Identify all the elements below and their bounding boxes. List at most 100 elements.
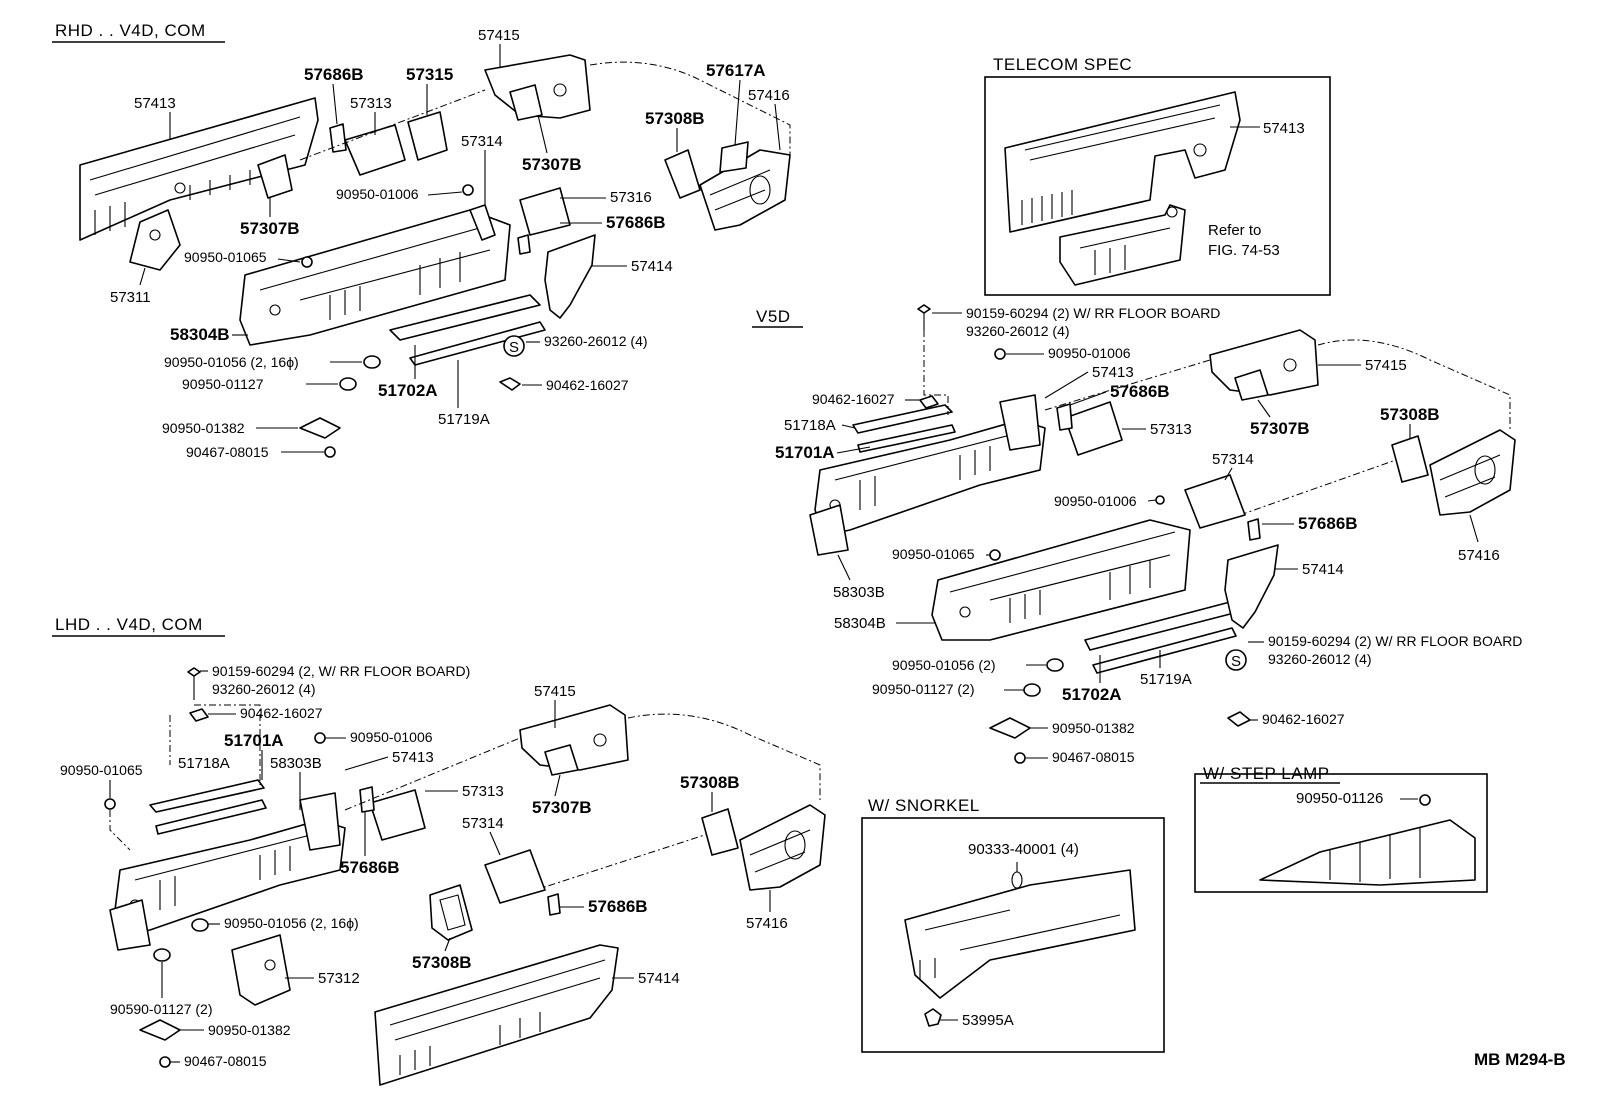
callout-rhd-57415: 57415 bbox=[478, 27, 520, 44]
rhd-bracket-57308B bbox=[664, 149, 701, 199]
step-lamp-title: W/ STEP LAMP bbox=[1203, 764, 1330, 783]
callout-lhd-57686B: 57686B bbox=[340, 858, 400, 877]
rhd-bracket-57313-57315 bbox=[329, 111, 448, 176]
callout-lhd-51718A: 51718A bbox=[178, 755, 230, 772]
telecom-panel-57413 bbox=[1004, 91, 1241, 233]
callout-v5d-90462-16027-b: 90462-16027 bbox=[1262, 711, 1345, 727]
callout-lhd-57415: 57415 bbox=[534, 683, 576, 700]
callout-v5d-57686B: 57686B bbox=[1110, 382, 1170, 401]
callout-telecom-57413: 57413 bbox=[1263, 120, 1305, 137]
callout-v5d-58303B: 58303B bbox=[833, 584, 885, 601]
callout-v5d-90467-08015: 90467-08015 bbox=[1052, 749, 1135, 765]
snorkel-clip-53995A bbox=[924, 1008, 942, 1027]
callout-v5d-57413: 57413 bbox=[1092, 364, 1134, 381]
callout-lhd-57686B-b: 57686B bbox=[588, 897, 648, 916]
v5d-bracket-57313 bbox=[1056, 401, 1123, 456]
callout-rhd-57414: 57414 bbox=[631, 258, 673, 275]
lhd-fasteners bbox=[104, 667, 326, 1068]
callout-rhd-90950-01127: 90950-01127 bbox=[182, 376, 264, 392]
lhd-bracket-57308B bbox=[701, 808, 739, 856]
rhd-bracket-57316 bbox=[517, 187, 571, 255]
callout-v5d-57314: 57314 bbox=[1212, 451, 1254, 468]
rhd-fasteners bbox=[299, 184, 521, 458]
rhd-dash-line bbox=[299, 61, 791, 161]
callout-v5d-90950-01056: 90950-01056 (2) bbox=[892, 657, 996, 673]
lhd-bracket-57313 bbox=[359, 786, 426, 841]
callout-v5d-93260-26012-b: 93260-26012 (4) bbox=[1268, 651, 1372, 667]
callout-rhd-57314: 57314 bbox=[461, 133, 503, 150]
callout-lhd-90950-01006: 90950-01006 bbox=[350, 729, 433, 745]
callout-lhd-57314: 57314 bbox=[462, 815, 504, 832]
callout-lhd-90159-60294: 90159-60294 (2, W/ RR FLOOR BOARD) bbox=[212, 663, 470, 679]
callout-v5d-57686B-b: 57686B bbox=[1298, 514, 1358, 533]
v5d-rail-51718A bbox=[852, 404, 956, 453]
callout-rhd-57307B-b: 57307B bbox=[240, 219, 300, 238]
callout-lhd-93260-26012: 93260-26012 (4) bbox=[212, 681, 316, 697]
rhd-bracket-57415 bbox=[484, 54, 591, 121]
callout-lhd-57308B: 57308B bbox=[680, 773, 740, 792]
v5d-floor-58304B bbox=[931, 519, 1191, 641]
callout-lhd-90950-01056: 90950-01056 (2, 16ϕ) bbox=[224, 915, 359, 931]
callout-v5d-90950-01006-b: 90950-01006 bbox=[1054, 493, 1137, 509]
callout-v5d-93260-26012: 93260-26012 (4) bbox=[966, 323, 1070, 339]
lhd-bracket-57312 bbox=[231, 934, 291, 1006]
callout-rhd-90950-01006: 90950-01006 bbox=[336, 186, 419, 202]
callout-lhd-57313: 57313 bbox=[462, 783, 504, 800]
lhd-panel-57414 bbox=[374, 944, 619, 1086]
rhd-panel-57416 bbox=[699, 149, 791, 231]
callout-rhd-57307B-a: 57307B bbox=[522, 155, 582, 174]
rhd-panel-57414 bbox=[544, 234, 596, 319]
callout-v5d-90950-01065: 90950-01065 bbox=[892, 546, 975, 562]
snorkel-title: W/ SNORKEL bbox=[868, 796, 980, 815]
callout-rhd-57316: 57316 bbox=[610, 189, 652, 206]
rhd-floor-58304B bbox=[239, 204, 511, 346]
v5d-bracket-57415 bbox=[1209, 329, 1319, 401]
callout-v5d-90950-01382: 90950-01382 bbox=[1052, 720, 1135, 736]
callout-lhd-90950-01065: 90950-01065 bbox=[60, 762, 143, 778]
callout-rhd-90467-08015: 90467-08015 bbox=[186, 444, 269, 460]
rhd-panel-57413 bbox=[79, 97, 319, 241]
telecom-bracket bbox=[1059, 204, 1186, 286]
section-title-lhd: LHD . . V4D, COM bbox=[55, 615, 203, 634]
callout-v5d-57307B: 57307B bbox=[1250, 419, 1310, 438]
callout-lhd-51701A: 51701A bbox=[224, 731, 284, 750]
diagram-code: MB M294-B bbox=[1474, 1050, 1566, 1069]
callout-lhd-58303B: 58303B bbox=[270, 755, 322, 772]
lhd-bracket-58303B bbox=[109, 899, 151, 951]
callout-rhd-57686B-b: 57686B bbox=[606, 213, 666, 232]
callout-rhd-90950-01382: 90950-01382 bbox=[162, 420, 245, 436]
callout-lhd-57308B-b: 57308B bbox=[412, 953, 472, 972]
section-title-rhd: RHD . . V4D, COM bbox=[55, 21, 206, 40]
lhd-panel-57416 bbox=[739, 804, 826, 891]
v5d-bracket-57308B bbox=[1391, 435, 1429, 483]
lhd-rail-51718A bbox=[149, 779, 267, 835]
callout-lhd-57416: 57416 bbox=[746, 915, 788, 932]
callout-rhd-57311: 57311 bbox=[110, 289, 151, 306]
callout-v5d-57308B: 57308B bbox=[1380, 405, 1440, 424]
s-symbol-rhd bbox=[503, 335, 525, 357]
rhd-bracket-57307B bbox=[257, 154, 293, 199]
callout-lhd-57413: 57413 bbox=[392, 749, 434, 766]
callout-rhd-51702A: 51702A bbox=[378, 381, 438, 400]
s-symbol-v5d bbox=[1225, 649, 1247, 671]
callout-rhd-90950-01056: 90950-01056 (2, 16ϕ) bbox=[164, 354, 299, 370]
v5d-panel-57414 bbox=[1224, 544, 1279, 629]
callout-v5d-90950-01006: 90950-01006 bbox=[1048, 345, 1131, 361]
callout-rhd-57686B: 57686B bbox=[304, 65, 364, 84]
step-lamp-part bbox=[1259, 794, 1476, 886]
callout-snorkel-90333: 90333-40001 (4) bbox=[968, 841, 1079, 858]
callout-v5d-51702A: 51702A bbox=[1062, 685, 1122, 704]
section-title-v5d: V5D bbox=[756, 307, 791, 326]
telecom-note-2: FIG. 74-53 bbox=[1208, 242, 1280, 259]
callout-lhd-90950-01382: 90950-01382 bbox=[208, 1022, 291, 1038]
callout-rhd-57308B: 57308B bbox=[645, 109, 705, 128]
callout-lhd-57414: 57414 bbox=[638, 970, 680, 987]
snorkel-panel bbox=[904, 869, 1136, 999]
callout-v5d-57415: 57415 bbox=[1365, 357, 1407, 374]
rhd-rail-51702A-51719A bbox=[389, 294, 546, 366]
callout-v5d-51718A: 51718A bbox=[784, 417, 836, 434]
telecom-note-1: Refer to bbox=[1208, 222, 1261, 239]
callout-v5d-90462-16027: 90462-16027 bbox=[812, 391, 895, 407]
callout-v5d-90159-60294-b: 90159-60294 (2) W/ RR FLOOR BOARD bbox=[1268, 633, 1522, 649]
callout-v5d-57416: 57416 bbox=[1458, 547, 1500, 564]
